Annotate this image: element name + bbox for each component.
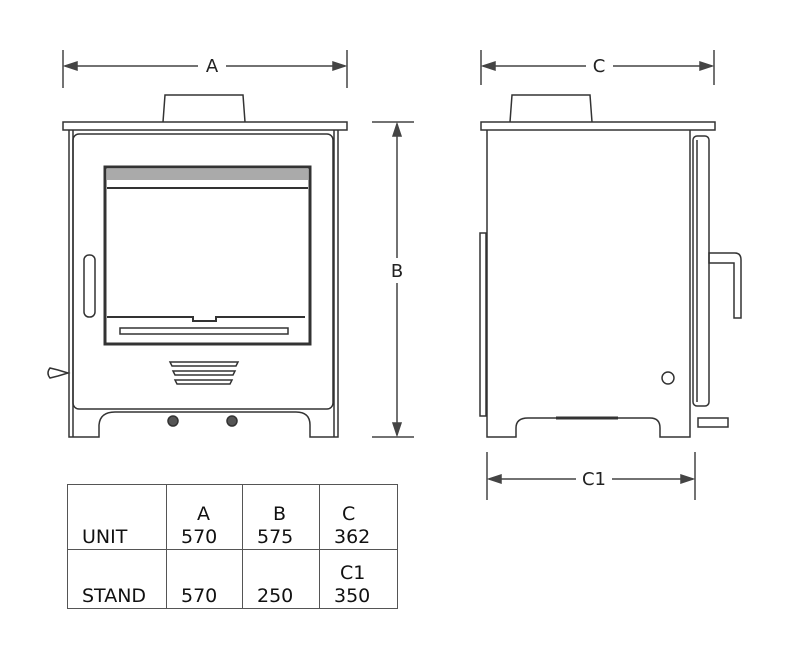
cell: 570 [166, 549, 243, 609]
side-panel [479, 232, 487, 417]
dimension-c-label: C [593, 56, 606, 77]
side-view [479, 94, 742, 438]
dimension-a-label: A [206, 56, 219, 77]
front-foot-bolt [167, 415, 179, 427]
cell: 362 [334, 526, 371, 548]
front-foot-bolt [226, 415, 238, 427]
front-flue-collar [162, 94, 246, 123]
column-header: C1 [340, 562, 366, 584]
cell: 575 [257, 526, 294, 548]
side-knob [47, 367, 71, 379]
front-top-plate [62, 121, 348, 131]
dimension-b-label: B [391, 261, 403, 282]
front-body [68, 130, 339, 438]
side-air-control [661, 371, 675, 385]
column-header: A [197, 503, 210, 525]
fire-window [103, 165, 312, 346]
side-door-edge [692, 135, 710, 407]
front-view [47, 94, 348, 438]
door-handle [83, 254, 96, 318]
cell: 570 [181, 526, 218, 548]
side-body [486, 130, 691, 438]
dimension-c1 [486, 452, 696, 500]
cell: 350 [334, 585, 371, 607]
dimension-c [480, 50, 715, 85]
cell: 250 [242, 549, 320, 609]
airwash-band [107, 169, 308, 180]
column-header: B [273, 503, 287, 525]
dimension-c1-label: C1 [582, 469, 606, 490]
dimension-a [62, 50, 348, 88]
riddling-bar [119, 327, 289, 335]
row-label: STAND [67, 549, 167, 609]
front-door [72, 133, 334, 410]
air-vents [168, 361, 240, 385]
side-flue-collar [509, 94, 593, 123]
row-label: UNIT [67, 484, 167, 550]
side-rear-knob [697, 417, 729, 428]
column-header: C [342, 503, 356, 525]
side-door-handle [708, 252, 742, 319]
side-top-plate [480, 121, 716, 131]
dimension-b [372, 121, 414, 438]
